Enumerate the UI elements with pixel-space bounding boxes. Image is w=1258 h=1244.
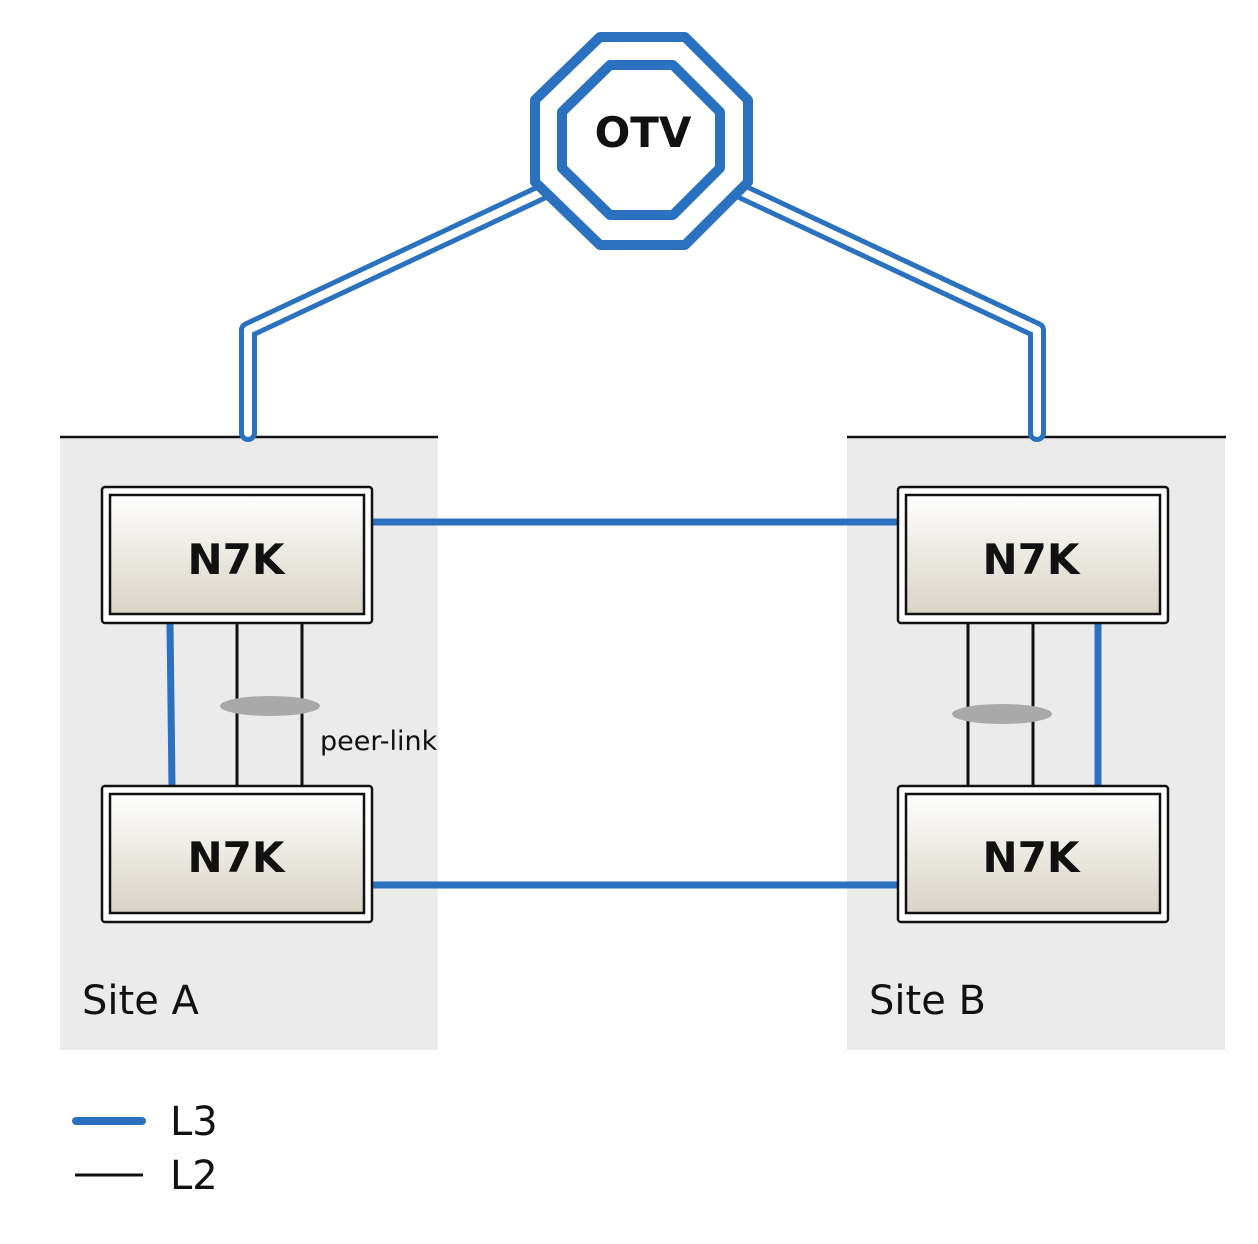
otv-cloud: OTV: [530, 32, 753, 250]
site-a-switch-top: N7K: [100, 485, 374, 625]
legend-l3-label: L3: [170, 1099, 218, 1145]
site-a-l3-vertical: [166, 622, 176, 787]
legend-l2-label: L2: [170, 1153, 218, 1199]
switch-label: N7K: [983, 535, 1081, 584]
switch-label: N7K: [188, 535, 286, 584]
otv-label: OTV: [595, 108, 692, 157]
site-b-switch-top: N7K: [896, 485, 1170, 625]
peer-link-label: peer-link: [320, 726, 438, 757]
site-a-label: Site A: [82, 978, 200, 1024]
switch-label: N7K: [188, 833, 286, 882]
switch-label: N7K: [983, 833, 1081, 882]
site-a-port-channel: [220, 696, 320, 716]
site-b-label: Site B: [869, 978, 986, 1024]
otv-link-site-b: [676, 156, 1046, 442]
site-a-switch-bottom: N7K: [100, 784, 374, 924]
site-b-port-channel: [952, 704, 1052, 724]
site-b-switch-bottom: N7K: [896, 784, 1170, 924]
otv-link-site-a: [239, 156, 609, 442]
legend: L3 L2: [72, 1099, 218, 1199]
